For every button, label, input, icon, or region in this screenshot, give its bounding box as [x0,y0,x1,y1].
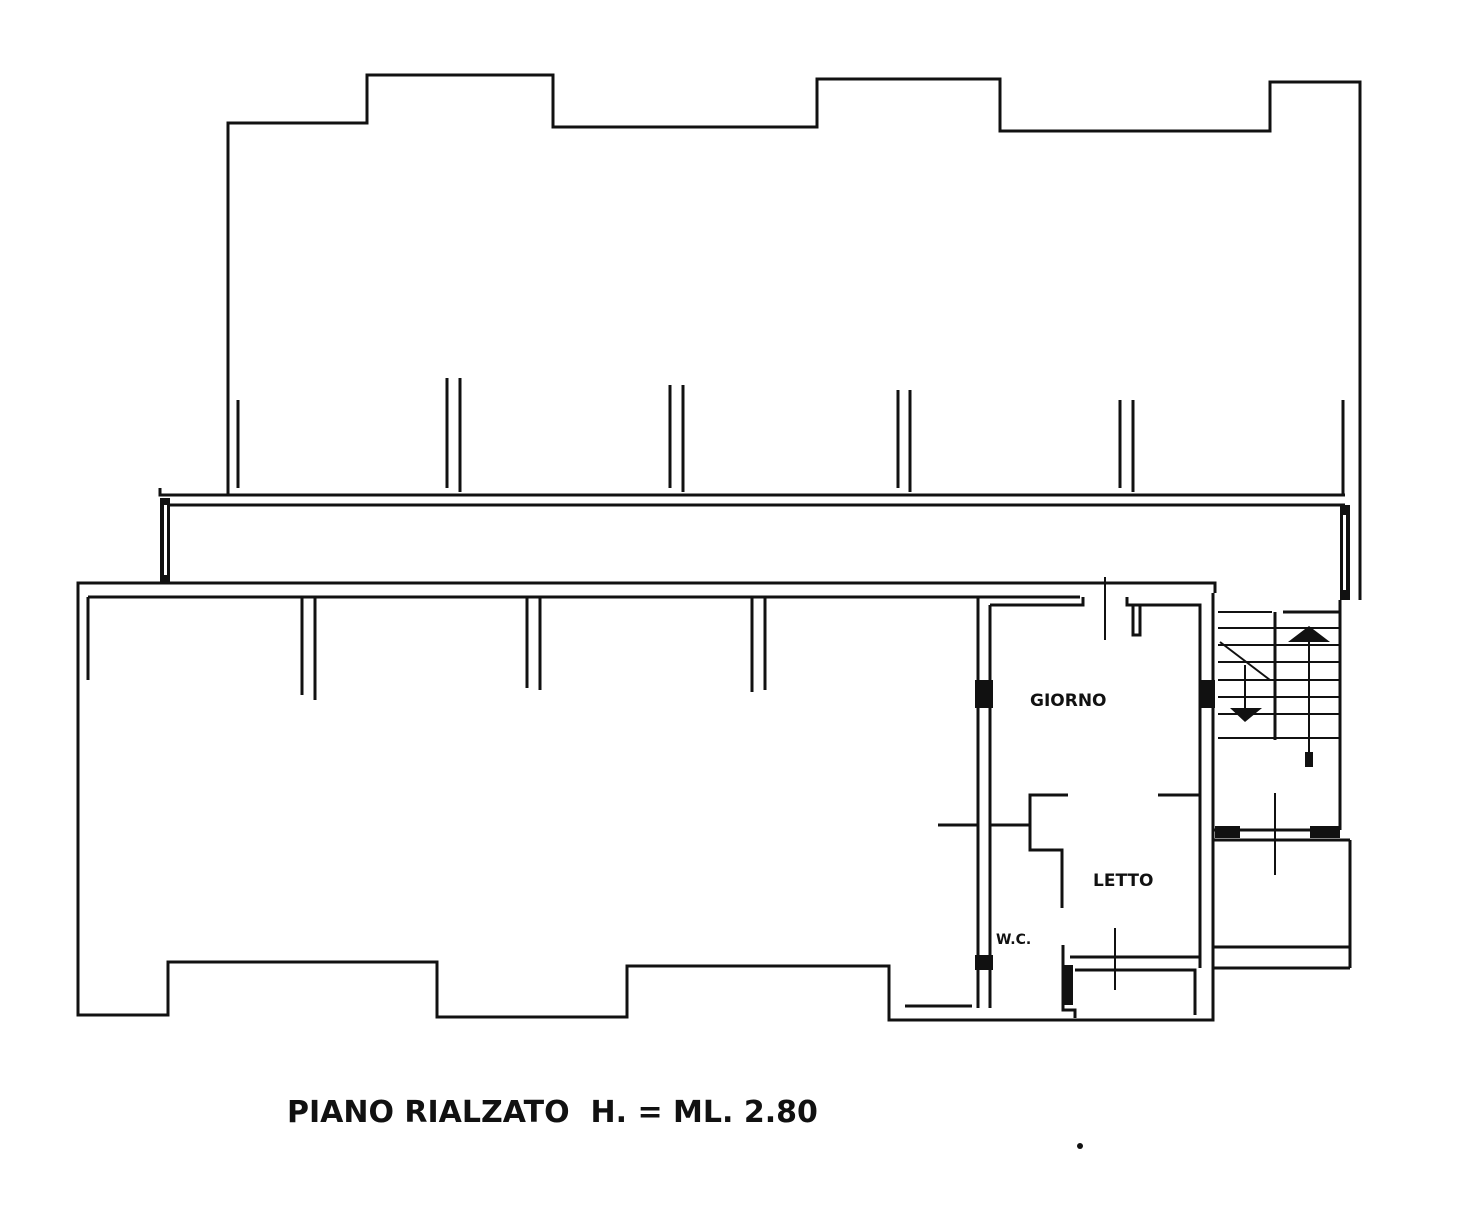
lower-balcony [86,595,1080,1008]
upper-building-outline [226,73,1362,600]
stair-arrow-up-icon [1288,626,1330,642]
staircase [1218,610,1340,767]
side-balcony [1213,600,1352,970]
upper-balcony [158,378,1345,507]
plan-caption: PIANO RIALZATO H. = ML. 2.80 [287,1095,818,1130]
corridor [160,498,1350,600]
room-label-letto: LETTO [1093,871,1153,891]
room-label-wc: W.C. [996,932,1031,948]
room-label-giorno: GIORNO [1030,691,1107,711]
apartment-walls [938,577,1215,1018]
stair-arrow-down-icon [1230,708,1262,722]
lower-building-outline [76,581,1217,1022]
